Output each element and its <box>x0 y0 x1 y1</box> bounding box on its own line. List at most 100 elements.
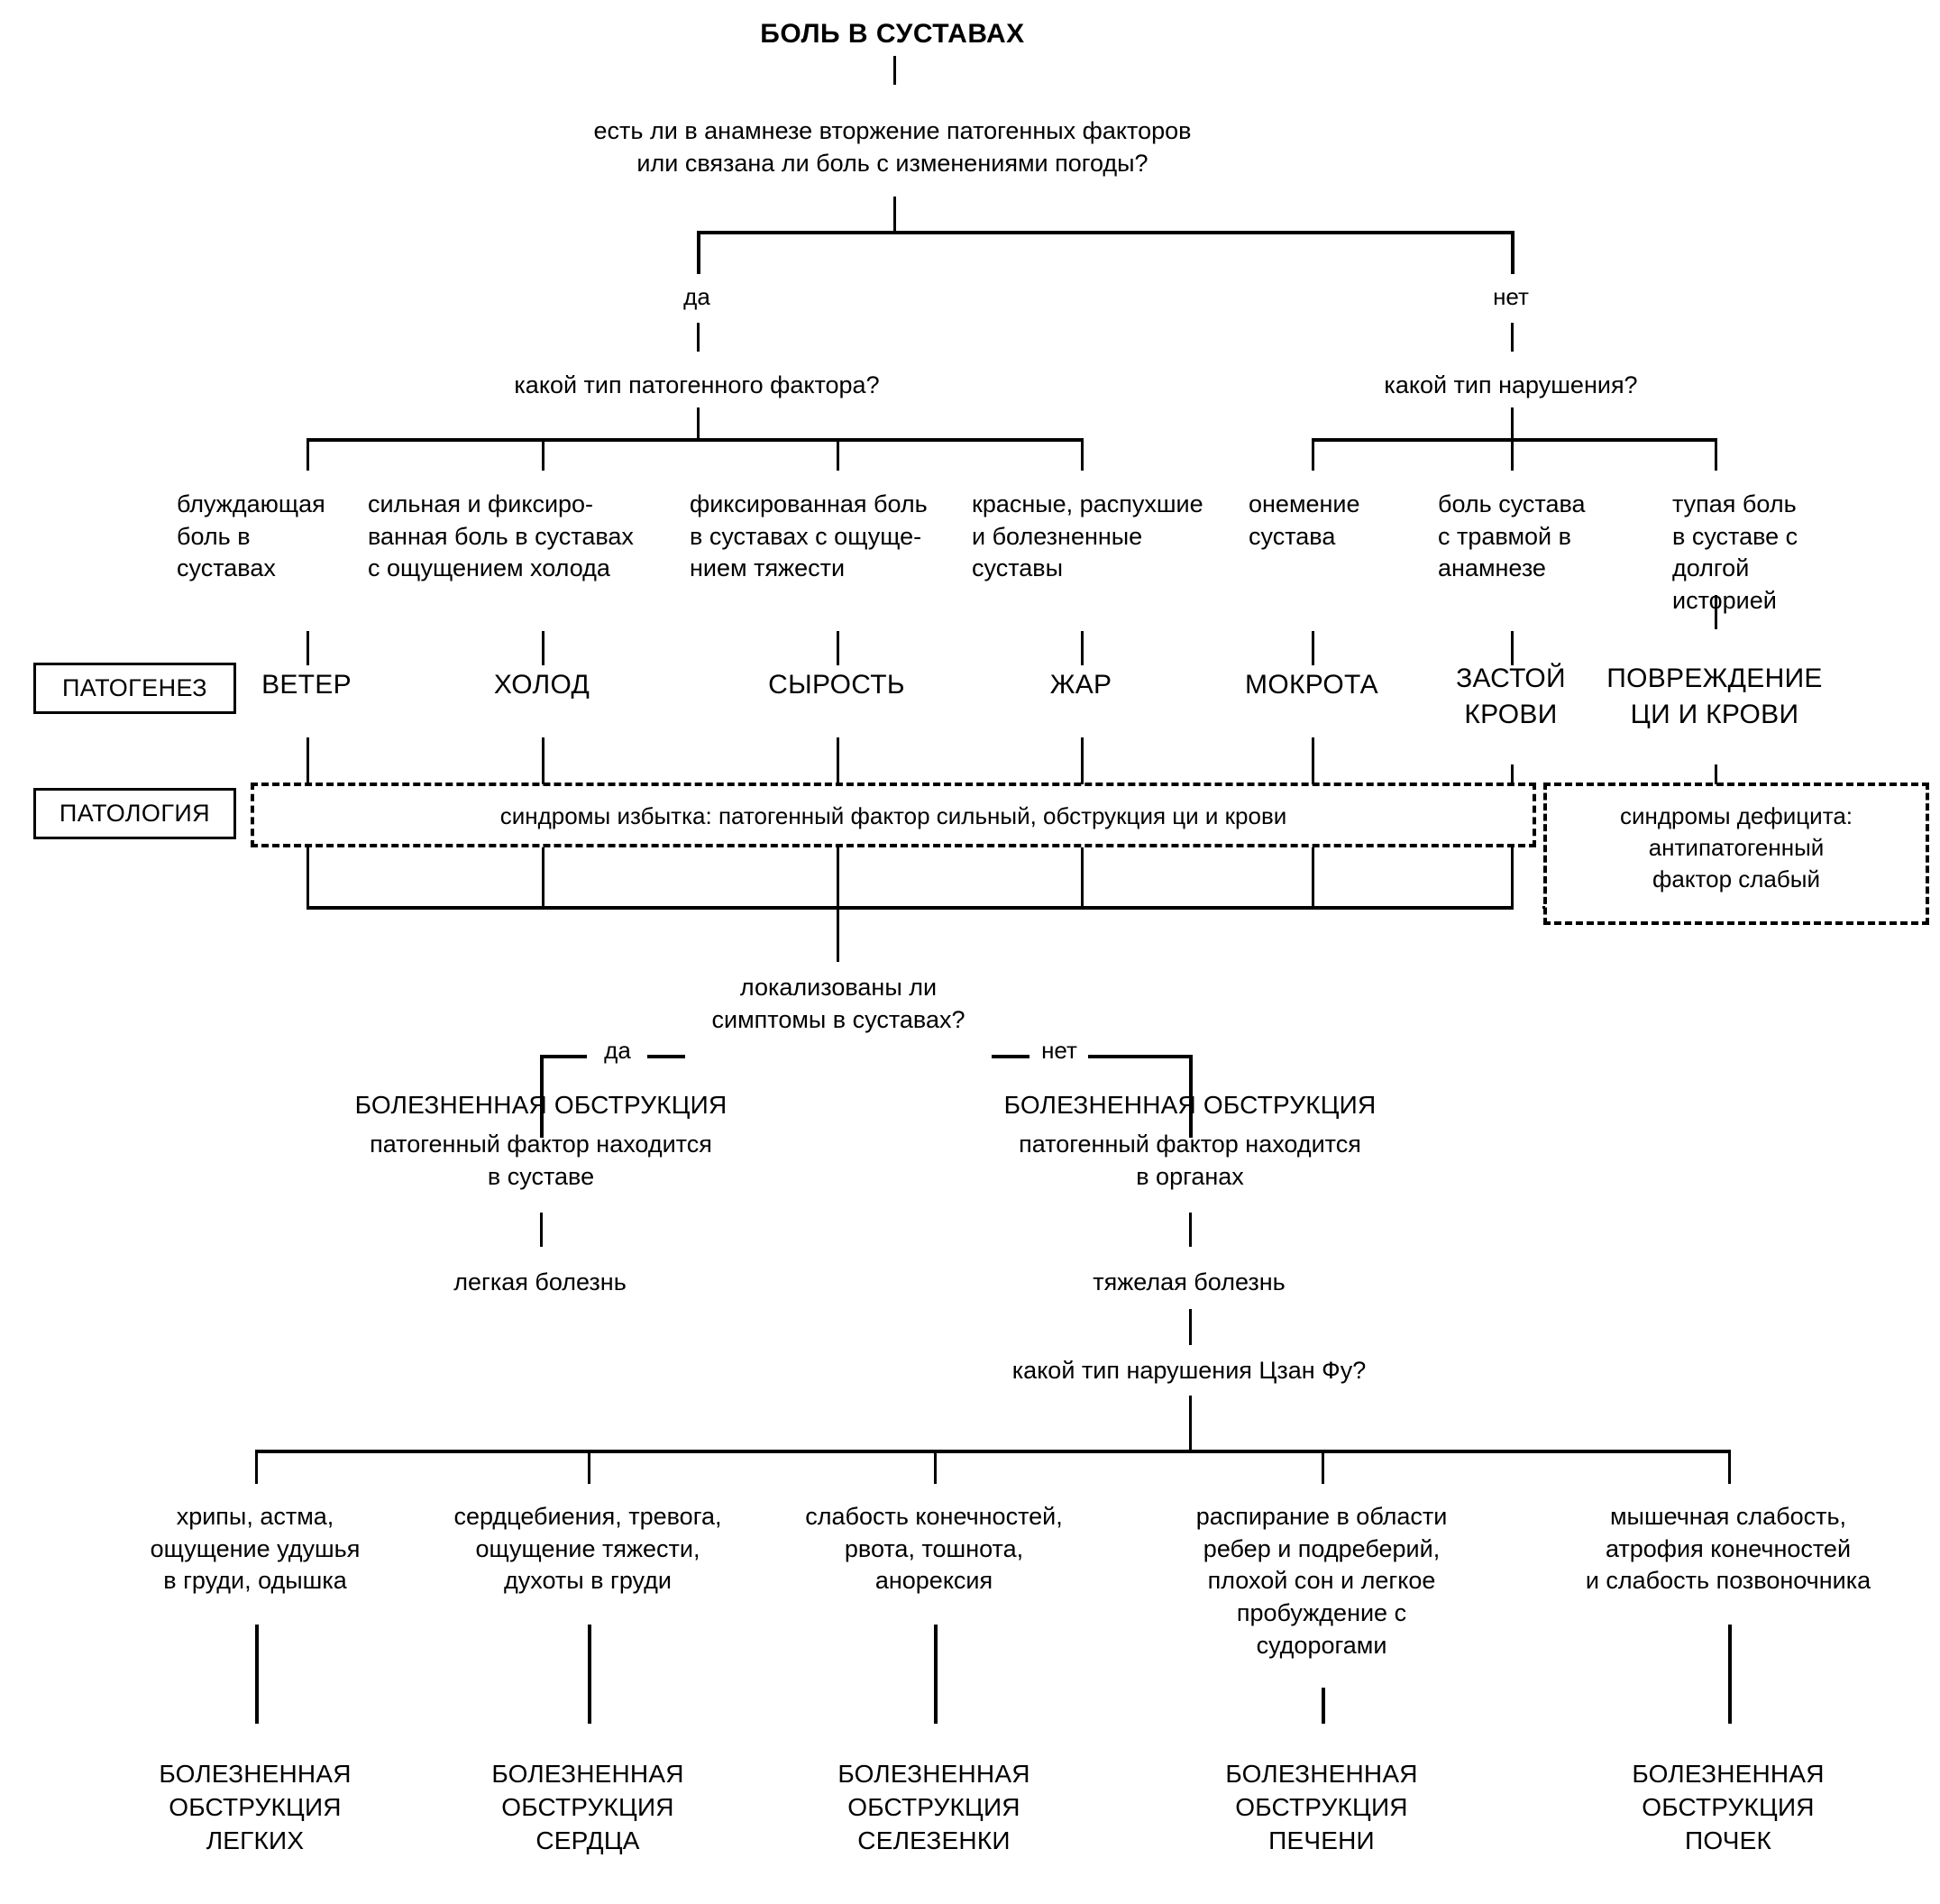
zangfu-symptoms-liver: распирание в области ребер и подреберий,… <box>1195 1503 1448 1659</box>
left-question: какой тип патогенного фактора? <box>514 371 880 398</box>
connector-pathogenesis-6-down <box>1511 764 1514 784</box>
pathology-deficiency-text: синдромы дефицита: антипатогенный фактор… <box>1619 802 1853 893</box>
gather-bar <box>307 906 1514 910</box>
gather-stem-1 <box>307 847 309 909</box>
connector-left-obstruction-down <box>540 1213 543 1247</box>
zangfu-symptoms-heart: сердцебиения, тревога, ощущение тяжести,… <box>453 1503 722 1595</box>
root-question: есть ли в анамнезе вторжение патогенных … <box>593 117 1192 177</box>
connector-gather-down <box>837 906 839 962</box>
zangfu-stem-liver <box>1322 1450 1324 1484</box>
connector-zangfu-down <box>1189 1396 1192 1451</box>
right-branch-bar <box>1312 438 1717 442</box>
localization-right-arm <box>1088 1055 1192 1058</box>
connector-symptom-4-down <box>1081 631 1084 665</box>
left-branch-stem-3 <box>837 438 839 471</box>
right-branch-stem-2 <box>1511 438 1514 471</box>
pathology-excess-box <box>251 783 1536 847</box>
pathology-deficiency-box <box>1543 783 1929 925</box>
row-label-pathology-box: ПАТОЛОГИЯ <box>33 788 236 839</box>
answer-yes-localized: да <box>604 1037 631 1064</box>
symptom-text-damp: фиксированная боль в суставах с ощуще- н… <box>690 490 928 582</box>
localization-right-stem <box>1189 1055 1193 1138</box>
row-label-pathology-text: ПАТОЛОГИЯ <box>59 800 211 827</box>
connector-title-to-root <box>893 56 896 85</box>
zangfu-question: какой тип нарушения Цзан Фу? <box>1011 1357 1367 1384</box>
connector-heart-down <box>588 1625 591 1724</box>
gather-stem-6 <box>1511 847 1514 909</box>
right-branch-stem-3 <box>1715 438 1717 471</box>
root-split-right-stem <box>1511 231 1514 274</box>
right-branch-stem-1 <box>1312 438 1314 471</box>
zangfu-symptoms-spleen: слабость конечностей, рвота, тошнота, ан… <box>805 1503 1063 1595</box>
connector-symptom-2-down <box>542 631 544 665</box>
connector-no-down <box>1511 323 1514 352</box>
connector-severity-down <box>1189 1309 1192 1345</box>
localization-left-stem <box>540 1055 544 1138</box>
connector-symptom-1-down <box>307 631 309 665</box>
connector-pathogenesis-7-down <box>1715 764 1717 784</box>
connector-lung-down <box>255 1625 259 1724</box>
pathogenesis-damp: СЫРОСТЬ <box>768 670 905 700</box>
localization-left-link <box>647 1055 685 1058</box>
zangfu-stem-heart <box>588 1450 590 1484</box>
pathogenesis-bloodstasis: ЗАСТОЙ КРОВИ <box>1456 664 1566 729</box>
connector-pathogenesis-5-down <box>1312 737 1314 784</box>
left-branch-stem-2 <box>542 438 544 471</box>
row-label-pathogenesis-text: ПАТОГЕНЕЗ <box>61 674 208 701</box>
page-title: БОЛЬ В СУСТАВАХ <box>760 19 1025 49</box>
connector-kidney-down <box>1728 1625 1732 1724</box>
answer-no-root: нет <box>1493 283 1529 310</box>
right-question: какой тип нарушения? <box>1384 371 1638 398</box>
connector-root-down <box>893 197 896 233</box>
severity-left: легкая болезнь <box>453 1268 627 1295</box>
connector-symptom-5-down <box>1312 631 1314 665</box>
result-kidney: БОЛЕЗНЕННАЯ ОБСТРУКЦИЯ ПОЧЕК <box>1632 1760 1825 1854</box>
zangfu-stem-lung <box>255 1450 258 1484</box>
pathogenesis-wind: ВЕТЕР <box>261 670 352 700</box>
pathogenesis-cold: ХОЛОД <box>493 670 590 700</box>
connector-pathogenesis-3-down <box>837 737 839 784</box>
zangfu-symptoms-kidney: мышечная слабость, атрофия конечностей и… <box>1585 1503 1871 1595</box>
left-branch-bar <box>307 438 1084 442</box>
localization-right-link <box>992 1055 1029 1058</box>
left-branch-stem-4 <box>1081 438 1084 471</box>
connector-symptom-7-down <box>1715 595 1717 629</box>
answer-yes-root: да <box>683 283 710 310</box>
answer-no-localized: нет <box>1041 1037 1077 1064</box>
gather-stem-4 <box>1081 847 1084 909</box>
connector-symptom-3-down <box>837 631 839 665</box>
symptom-text-cold: сильная и фиксиро- ванная боль в сустава… <box>368 490 634 582</box>
symptom-text-bloodstasis: боль сустава с травмой в анамнезе <box>1438 490 1586 582</box>
connector-pathogenesis-1-down <box>307 737 309 784</box>
result-liver: БОЛЕЗНЕННАЯ ОБСТРУКЦИЯ ПЕЧЕНИ <box>1225 1760 1418 1854</box>
connector-yes-down <box>697 323 700 352</box>
severity-right: тяжелая болезнь <box>1093 1268 1286 1295</box>
connector-symptom-6-down <box>1511 631 1514 665</box>
gather-stem-3 <box>837 847 839 909</box>
row-label-pathogenesis-box: ПАТОГЕНЕЗ <box>33 663 236 714</box>
connector-pathogenesis-2-down <box>542 737 544 784</box>
obstruction-left-title: БОЛЕЗНЕННАЯ ОБСТРУКЦИЯ <box>354 1091 728 1119</box>
pathogenesis-qiblood: ПОВРЕЖДЕНИЕ ЦИ И КРОВИ <box>1606 664 1823 729</box>
connector-liver-down <box>1322 1688 1325 1724</box>
zangfu-stem-kidney <box>1728 1450 1731 1484</box>
root-split-bar <box>697 231 1514 234</box>
zangfu-stem-spleen <box>934 1450 937 1484</box>
obstruction-right-title: БОЛЕЗНЕННАЯ ОБСТРУКЦИЯ <box>1003 1091 1377 1119</box>
pathogenesis-phlegm: МОКРОТА <box>1245 670 1378 700</box>
left-branch-stem-1 <box>307 438 309 471</box>
connector-spleen-down <box>934 1625 938 1724</box>
symptom-text-qiblood: тупая боль в суставе с долгой историей <box>1672 490 1798 614</box>
connector-right-obstruction-down <box>1189 1213 1192 1247</box>
localization-left-arm <box>540 1055 587 1058</box>
localization-question: локализованы ли симптомы в суставах? <box>711 974 965 1033</box>
symptom-text-wind: блуждающая боль в суставах <box>177 490 325 582</box>
gather-stem-5 <box>1312 847 1314 909</box>
result-spleen: БОЛЕЗНЕННАЯ ОБСТРУКЦИЯ СЕЛЕЗЕНКИ <box>837 1760 1030 1854</box>
obstruction-right-body: патогенный фактор находится в органах <box>1019 1130 1361 1190</box>
zangfu-branch-bar <box>255 1450 1730 1453</box>
pathology-excess-text: синдромы избытка: патогенный фактор силь… <box>499 802 1287 829</box>
connector-deficiency-to-gather <box>1542 906 1545 909</box>
connector-right-q-down <box>1511 407 1514 440</box>
